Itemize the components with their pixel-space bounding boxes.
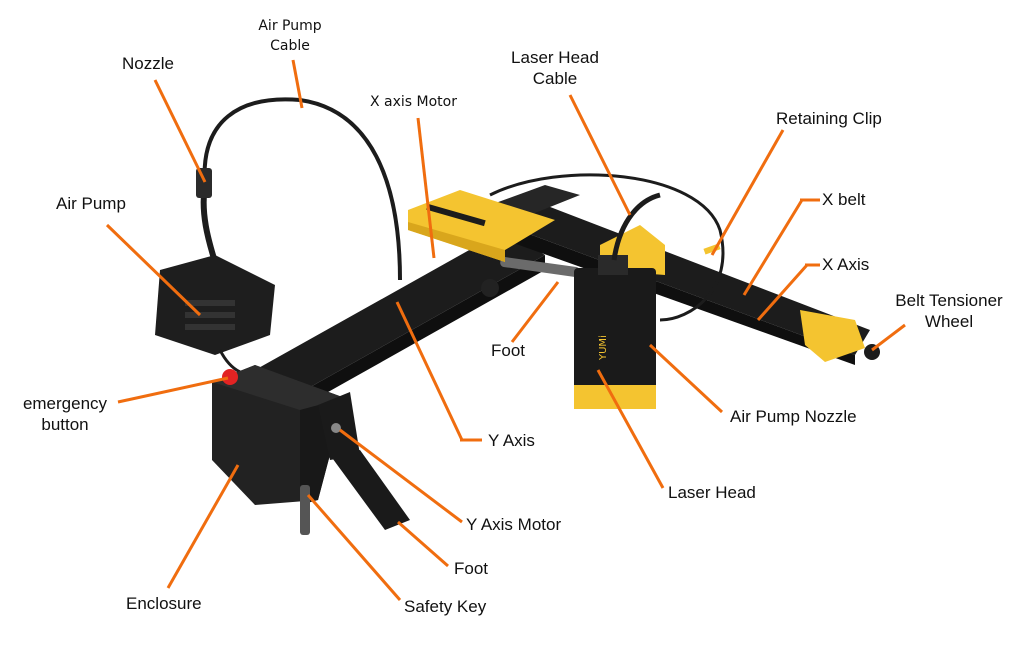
center-foot — [500, 256, 580, 278]
laser-head-cable-loop — [489, 173, 725, 322]
label-retaining-clip: Retaining Clip — [776, 109, 882, 128]
label-enclosure: Enclosure — [126, 594, 202, 613]
label-y-axis: Y Axis — [488, 431, 535, 450]
leader-foot-bottom — [397, 520, 449, 568]
laser-head-logo: YUMi — [598, 335, 609, 361]
foot-leg — [330, 450, 410, 530]
x-axis-end-cap — [800, 310, 865, 362]
label-x-axis: X Axis — [822, 255, 870, 274]
leader-emergency-button — [117, 376, 229, 404]
leader-laser-head — [596, 369, 665, 489]
nozzle-fitting — [196, 168, 212, 198]
label-x-axis-motor: X axis Motor — [370, 94, 457, 110]
leader-air-pump — [105, 223, 202, 317]
label-foot-bottom: Foot — [454, 559, 489, 578]
air-pump-unit — [155, 255, 275, 355]
leader-laser-head-cable — [568, 94, 632, 216]
leader-foot-center — [510, 281, 560, 343]
leader-air-pump-cable — [291, 59, 304, 109]
label-air-pump: Air Pump — [56, 194, 126, 213]
laser-head-body — [574, 268, 656, 398]
leader-x-axis-motor — [416, 117, 436, 259]
label-emergency-button: emergency button — [22, 394, 108, 434]
label-air-pump-cable: Air Pump Cable — [258, 18, 322, 54]
label-y-axis-motor: Y Axis Motor — [466, 515, 562, 534]
x-axis-motor-housing — [408, 190, 555, 262]
leader-enclosure — [166, 464, 240, 589]
label-air-pump-nozzle: Air Pump Nozzle — [730, 407, 857, 426]
label-laser-head: Laser Head — [668, 483, 756, 502]
leader-y-axis-motor — [339, 428, 463, 524]
air-pump-cable — [202, 97, 402, 281]
label-nozzle: Nozzle — [122, 54, 174, 73]
laser-head-cable — [611, 192, 661, 261]
leader-air-pump-nozzle — [648, 343, 724, 414]
leader-nozzle — [153, 79, 207, 183]
x-axis-rail — [505, 205, 870, 355]
safety-key-body — [300, 485, 310, 535]
leader-lines — [105, 59, 906, 601]
leader-retaining-clip — [710, 129, 785, 256]
leader-safety-key — [306, 494, 402, 601]
emergency-button-cap — [222, 369, 238, 385]
label-foot-center: Foot — [491, 341, 526, 360]
leader-belt-tensioner-wheel — [871, 323, 906, 352]
label-x-belt: X belt — [822, 190, 866, 209]
label-belt-tensioner-wheel: Belt Tensioner Wheel — [895, 291, 1003, 331]
label-laser-head-cable: Laser Head Cable — [511, 48, 599, 88]
label-safety-key: Safety Key — [404, 597, 487, 616]
